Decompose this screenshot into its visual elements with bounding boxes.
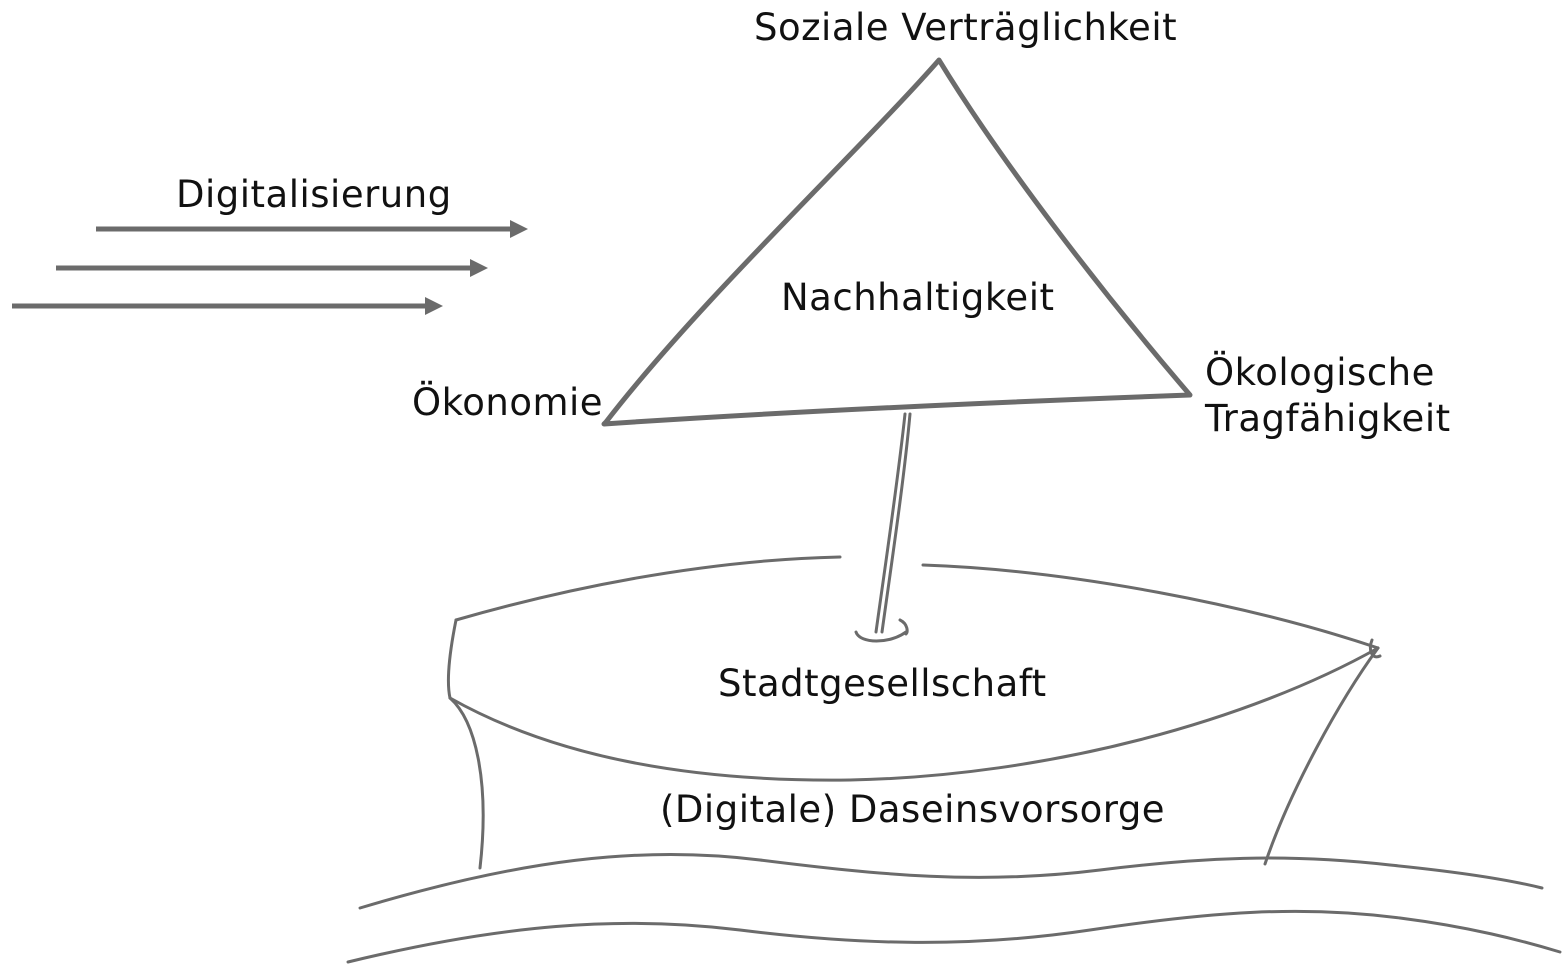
label-nachhaltigkeit: Nachhaltigkeit bbox=[781, 276, 1054, 319]
arrow-bottom-head bbox=[425, 297, 443, 315]
sail-triangle bbox=[601, 57, 1193, 427]
mast-foot bbox=[854, 630, 908, 643]
boat-hull bbox=[448, 638, 1382, 870]
water-waves bbox=[346, 852, 1562, 964]
label-daseinsvorsorge: (Digitale) Daseinsvorsorge bbox=[660, 788, 1165, 831]
label-oekologische: Ökologische bbox=[1205, 351, 1435, 394]
label-oekonomie: Ökonomie bbox=[412, 381, 603, 424]
label-stadtgesellschaft: Stadtgesellschaft bbox=[718, 662, 1047, 705]
digitalisierung-arrows bbox=[12, 220, 528, 315]
label-tragfaehigkeit: Tragfähigkeit bbox=[1204, 397, 1451, 440]
mast bbox=[854, 412, 912, 643]
wave-lower bbox=[346, 909, 1562, 964]
wave-upper bbox=[358, 852, 1544, 910]
boat-deck bbox=[446, 555, 1380, 782]
label-digitalisierung: Digitalisierung bbox=[176, 173, 452, 216]
arrow-middle-head bbox=[470, 259, 488, 277]
arrow-top-head bbox=[510, 220, 528, 238]
label-soziale-vertraeglichkeit: Soziale Verträglichkeit bbox=[754, 6, 1177, 49]
